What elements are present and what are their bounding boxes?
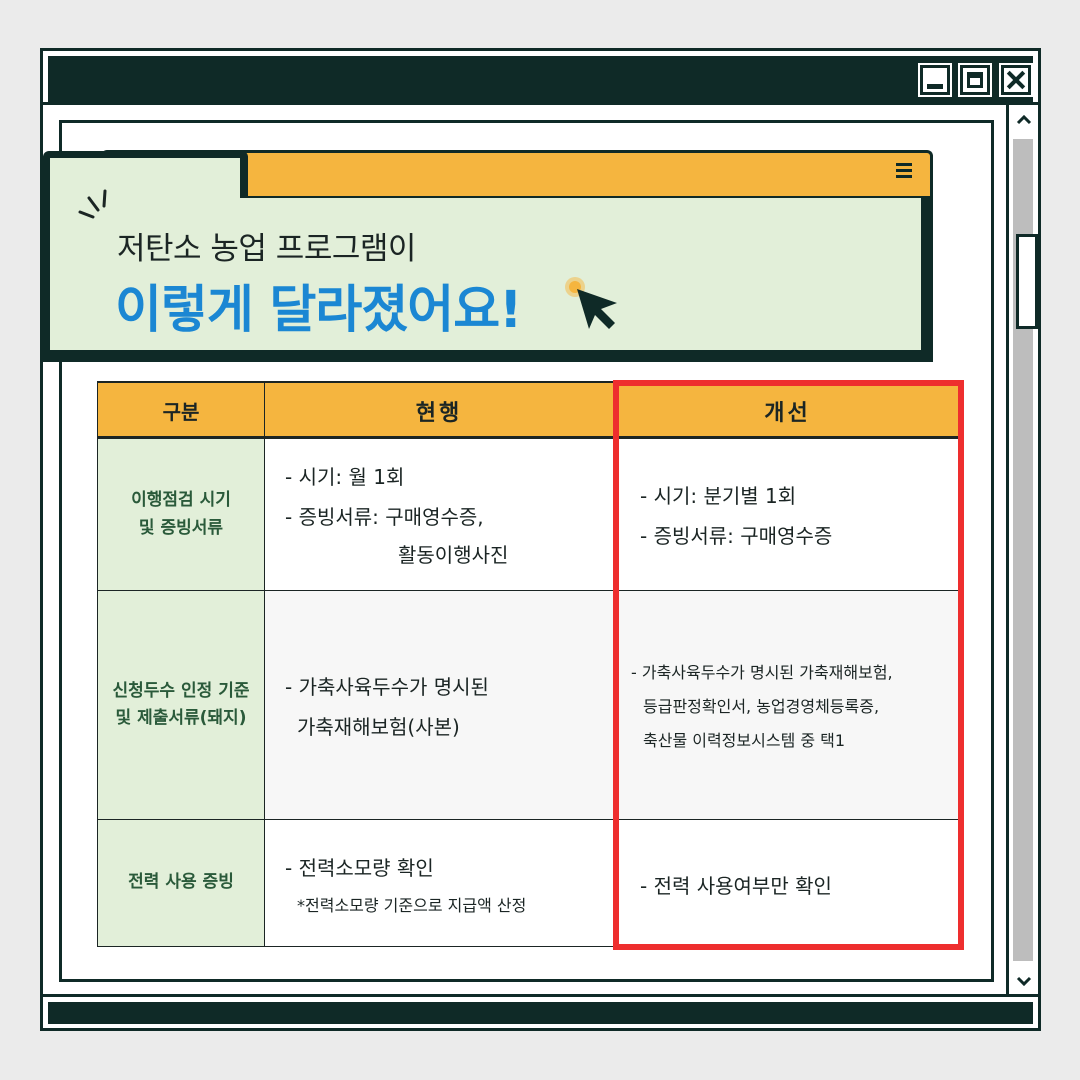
current-cell: - 시기: 월 1회 - 증빙서류: 구매영수증, 활동이행사진	[265, 439, 614, 590]
minimize-icon	[927, 84, 943, 89]
cell-text: 축산물 이력정보시스템 중 택1	[643, 731, 846, 750]
cell-text: - 전력 사용여부만 확인	[640, 874, 832, 898]
improved-cell: - 가축사육두수가 명시된 가축재해보험, 등급판정확인서, 농업경영체등록증,…	[614, 591, 961, 819]
app-window: 저탄소 농업 프로그램이 이렇게 달라졌어요! 구분 현행 개선 이행점검 시기…	[40, 48, 1041, 1031]
cell-text: - 시기: 월 1회	[285, 465, 405, 489]
chevron-up-icon	[1016, 115, 1031, 125]
column-header-category: 구분	[97, 383, 265, 438]
menu-icon[interactable]	[896, 163, 912, 179]
cell-note: *전력소모량 기준으로 지급액 산정	[297, 896, 527, 915]
chevron-down-icon	[1016, 976, 1031, 986]
scroll-up-button[interactable]	[1009, 105, 1038, 135]
content-frame	[59, 120, 994, 982]
cell-text: - 가축사육두수가 명시된 가축재해보험,	[631, 663, 893, 682]
column-header-current: 현행	[265, 383, 614, 438]
current-cell: - 가축사육두수가 명시된 가축재해보험(사본)	[265, 591, 614, 819]
improvement-highlight-box	[613, 380, 964, 950]
table-row: 전력 사용 증빙 - 전력소모량 확인 *전력소모량 기준으로 지급액 산정 -…	[97, 820, 961, 947]
card-panel	[50, 198, 921, 350]
cell-text: - 가축사육두수가 명시된	[285, 675, 489, 699]
maximize-icon	[967, 72, 983, 88]
headline-line-2: 이렇게 달라졌어요!	[115, 281, 522, 340]
headline-line-1: 저탄소 농업 프로그램이	[117, 231, 416, 267]
cell-text: - 증빙서류: 구매영수증,	[285, 505, 484, 529]
minimize-button[interactable]	[918, 63, 952, 97]
scroll-down-button[interactable]	[1009, 966, 1038, 996]
cell-text: - 시기: 분기별 1회	[640, 484, 797, 508]
cursor-click-icon	[565, 277, 617, 329]
row-category: 전력 사용 증빙	[97, 820, 265, 946]
scroll-thumb[interactable]	[1016, 234, 1038, 329]
cell-text: 가축재해보험(사본)	[297, 715, 460, 739]
vertical-scrollbar[interactable]	[1006, 105, 1038, 996]
cell-text: - 증빙서류: 구매영수증	[640, 524, 833, 548]
table-header: 구분 현행 개선	[97, 381, 961, 439]
maximize-button[interactable]	[958, 63, 992, 97]
card-tab-fill	[50, 158, 240, 203]
scroll-track[interactable]	[1013, 139, 1038, 961]
status-bar	[48, 1002, 1033, 1024]
improved-cell: - 전력 사용여부만 확인	[614, 820, 961, 946]
title-bar	[48, 56, 1033, 102]
divider	[43, 994, 1038, 997]
cell-text: 등급판정확인서, 농업경영체등록증,	[643, 697, 880, 716]
column-header-improved: 개선	[764, 400, 811, 426]
current-cell: - 전력소모량 확인 *전력소모량 기준으로 지급액 산정	[265, 820, 614, 946]
close-button[interactable]	[999, 63, 1033, 97]
improved-cell: - 시기: 분기별 1회 - 증빙서류: 구매영수증	[614, 439, 961, 590]
divider	[43, 102, 1038, 105]
sparkle-icon	[78, 189, 107, 219]
cell-text: 활동이행사진	[398, 543, 509, 567]
cell-text: - 전력소모량 확인	[285, 856, 434, 880]
